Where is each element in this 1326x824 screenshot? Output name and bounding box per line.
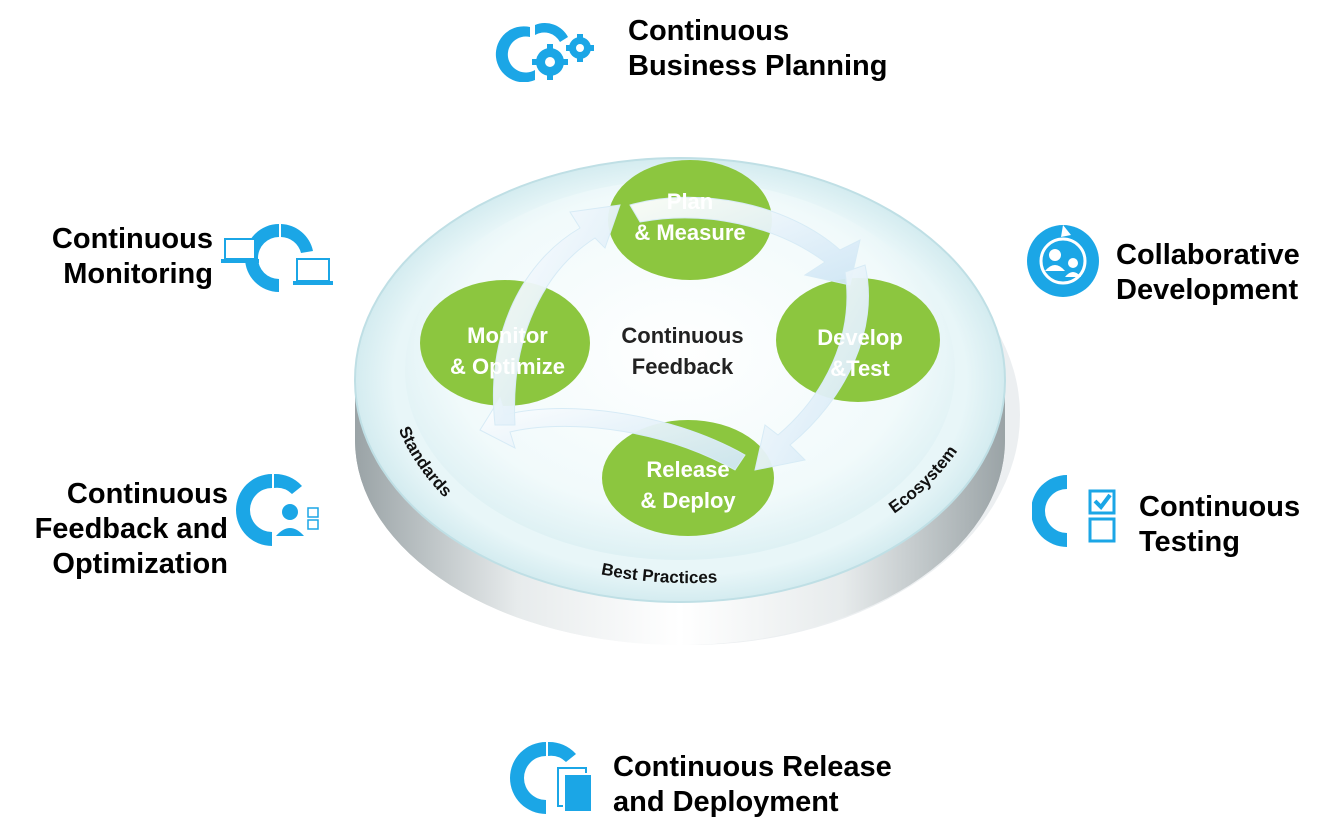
node-release-label: Release & Deploy	[608, 454, 768, 516]
label-continuous-monitoring: Continuous Monitoring	[10, 222, 213, 292]
collaboration-icon	[1027, 225, 1099, 297]
label-continuous-business-planning: Continuous Business Planning	[628, 14, 887, 84]
node-develop-label: Develop &Test	[780, 322, 940, 384]
node-plan-line2: & Measure	[634, 220, 746, 245]
label-planning-line2: Business Planning	[628, 50, 888, 82]
label-feedback-line2: Feedback and	[34, 513, 228, 545]
node-plan-label: Plan & Measure	[610, 186, 770, 248]
node-plan-measure	[608, 160, 772, 280]
label-collaborative-development: Collaborative Development	[1116, 238, 1300, 308]
node-monitor-line1: Monitor	[467, 323, 548, 348]
feedback-user-icon	[236, 473, 319, 546]
label-monitoring-line1: Continuous	[51, 223, 213, 255]
documents-cycle-icon	[510, 741, 593, 814]
node-release-line2: & Deploy	[640, 488, 736, 513]
label-continuous-release: Continuous Release and Deployment	[613, 750, 892, 820]
node-develop-line2: &Test	[830, 356, 890, 381]
center-line1: Continuous	[621, 323, 744, 348]
center-label: Continuous Feedback	[600, 320, 765, 382]
label-collab-line1: Collaborative	[1116, 239, 1300, 271]
monitor-laptop-icon	[221, 224, 333, 292]
label-testing-line2: Testing	[1139, 526, 1240, 558]
cycle-arrows	[479, 196, 869, 471]
node-release-line1: Release	[646, 457, 730, 482]
checklist-cycle-icon	[1032, 475, 1116, 547]
label-continuous-feedback: Continuous Feedback and Optimization	[10, 477, 228, 582]
node-monitor-label: Monitor & Optimize	[425, 320, 590, 382]
center-line2: Feedback	[631, 354, 734, 379]
gears-cycle-icon	[495, 23, 594, 82]
label-release-line1: Continuous Release	[613, 751, 892, 783]
label-feedback-line3: Optimization	[52, 548, 228, 580]
label-collab-line2: Development	[1116, 274, 1299, 306]
label-continuous-testing: Continuous Testing	[1139, 490, 1300, 560]
label-feedback-line1: Continuous	[66, 478, 228, 510]
label-testing-line1: Continuous	[1139, 491, 1301, 523]
node-develop-line1: Develop	[817, 325, 903, 350]
label-release-line2: and Deployment	[613, 786, 839, 818]
label-planning-line1: Continuous	[628, 15, 790, 47]
node-monitor-line2: & Optimize	[450, 354, 565, 379]
node-plan-line1: Plan	[666, 189, 714, 214]
label-monitoring-line2: Monitoring	[63, 258, 213, 290]
